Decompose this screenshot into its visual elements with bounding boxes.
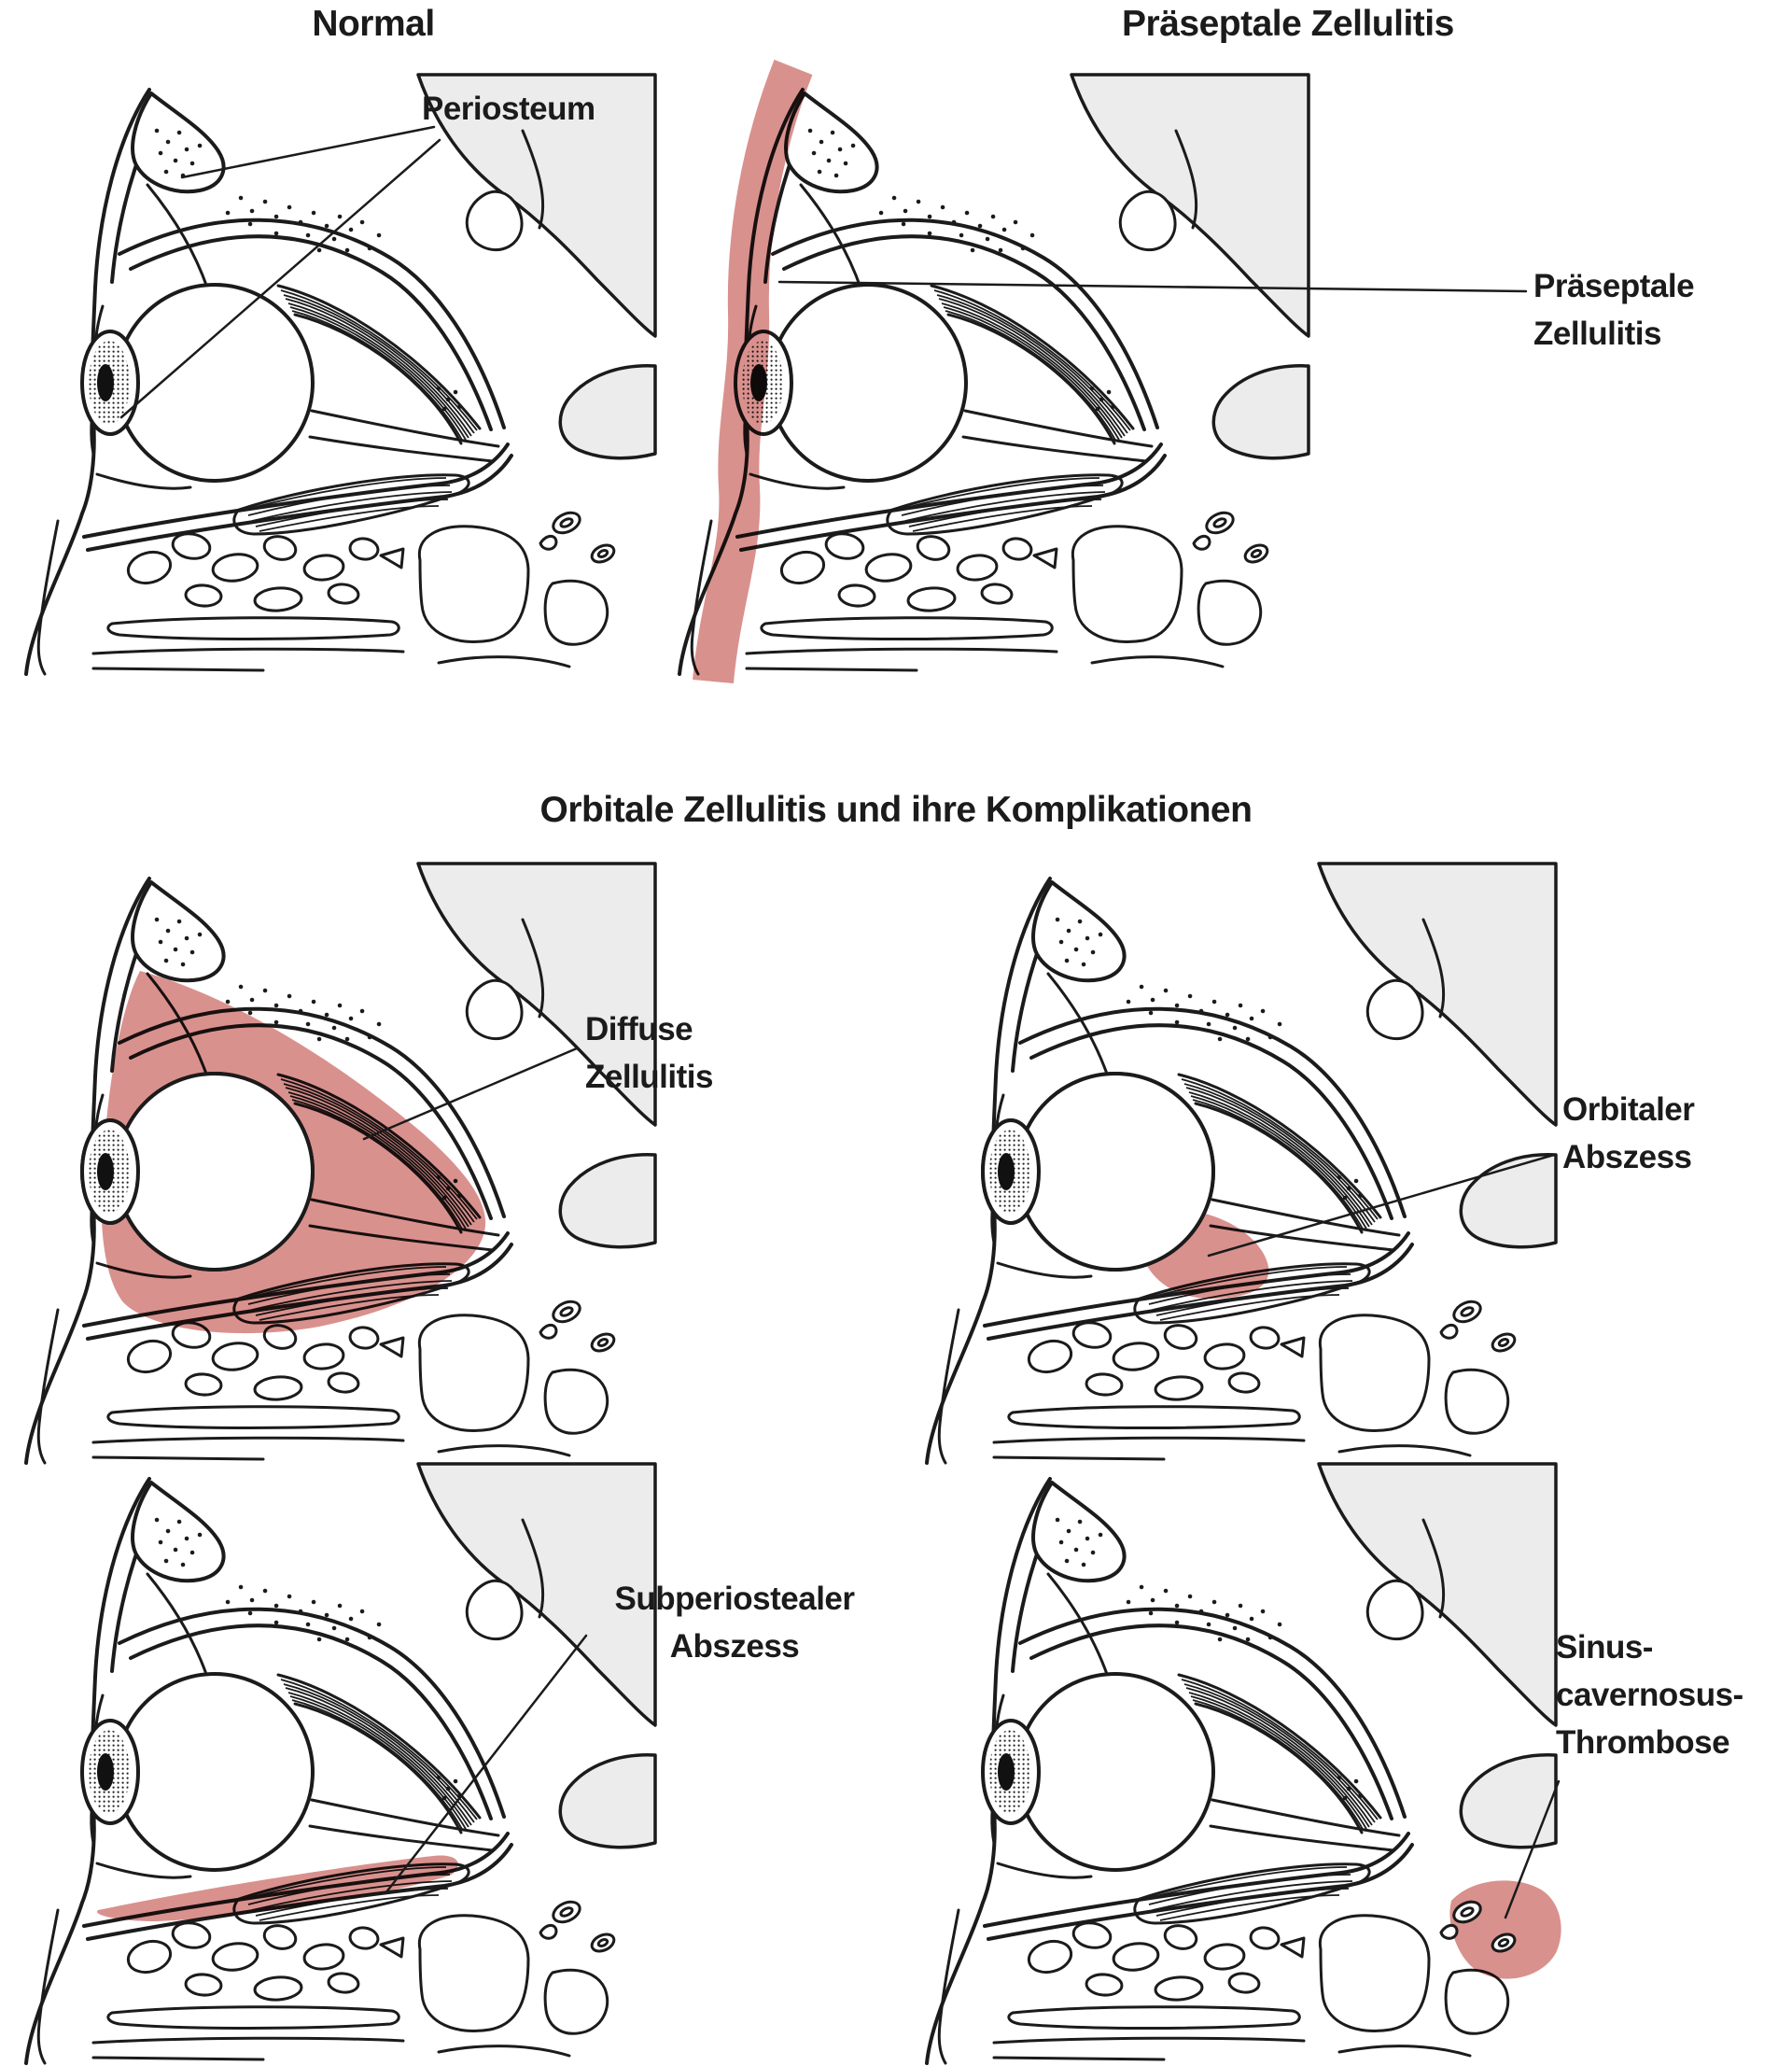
label-diffuse-line1: Diffuse	[585, 1011, 693, 1047]
subperiosteal-leader-line	[384, 1634, 588, 1895]
section-header: Orbitale Zellulitis und ihre Komplikatio…	[539, 790, 1253, 830]
label-cavernous-line2: cavernosus-	[1556, 1676, 1743, 1713]
title-preseptal: Präseptale Zellulitis	[1122, 4, 1454, 44]
panel-normal-illustration	[26, 75, 655, 674]
label-periosteum: Periosteum	[422, 91, 595, 127]
subperiosteal-highlight	[97, 1855, 458, 1921]
label-preseptal-line2: Zellulitis	[1533, 315, 1661, 352]
label-cavernous: Sinus- cavernosus- Thrombose	[1556, 1624, 1743, 1766]
label-subperiosteal: Subperiostealer Abszess	[571, 1576, 898, 1671]
diffuse-leader-line	[362, 1047, 579, 1141]
title-normal: Normal	[312, 4, 435, 44]
label-cavernous-line1: Sinus-	[1556, 1629, 1653, 1665]
label-cavernous-line3: Thrombose	[1556, 1723, 1730, 1761]
panel-cavernous-illustration	[927, 1464, 1561, 2063]
label-orbital-abscess: Orbitaler Abszess	[1562, 1087, 1695, 1182]
label-diffuse-line2: Zellulitis	[585, 1058, 713, 1095]
panel-orbital-abscess-illustration	[927, 864, 1556, 1463]
periosteum-leader-line-1	[180, 125, 436, 179]
cavernous-leader-line	[1504, 1779, 1561, 1919]
label-preseptal: Präseptale Zellulitis	[1533, 263, 1695, 358]
panel-diffuse-illustration	[26, 864, 655, 1463]
label-diffuse: Diffuse Zellulitis	[585, 1006, 713, 1102]
preseptal-leader-line	[777, 280, 1528, 293]
label-subperiosteal-line1: Subperiostealer	[614, 1581, 855, 1617]
orbital-abscess-leader-line	[1207, 1153, 1556, 1258]
panel-preseptal-illustration	[679, 59, 1528, 684]
periosteum-leader-line-2	[119, 138, 441, 419]
cavernous-highlight	[1449, 1880, 1561, 1979]
label-subperiosteal-line2: Abszess	[669, 1627, 800, 1665]
label-orbital-abscess-line2: Abszess	[1562, 1138, 1692, 1175]
label-preseptal-line1: Präseptale	[1533, 268, 1695, 304]
panel-subperiosteal-illustration	[26, 1464, 655, 2063]
preseptal-highlight	[693, 59, 813, 684]
label-orbital-abscess-line1: Orbitaler	[1562, 1091, 1695, 1128]
